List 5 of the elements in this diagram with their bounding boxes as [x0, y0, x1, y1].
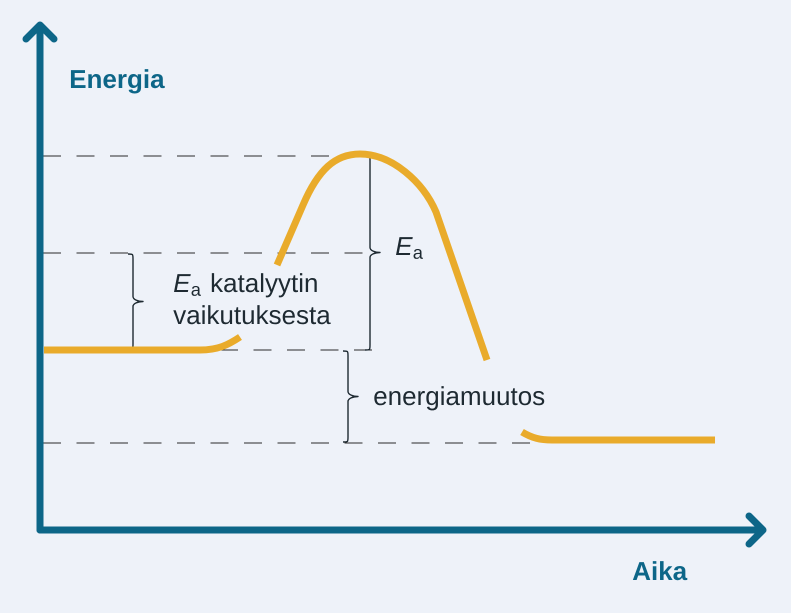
- brace-label: E$_{a}$ katalyytin vaikutuksesta: [173, 273, 331, 324]
- axis-label: Aika: [632, 561, 688, 580]
- axis-label: Energia: [70, 69, 165, 94]
- brace-label: energiamuutos: [374, 386, 544, 410]
- brace-label: E$_{a}$: [396, 237, 423, 259]
